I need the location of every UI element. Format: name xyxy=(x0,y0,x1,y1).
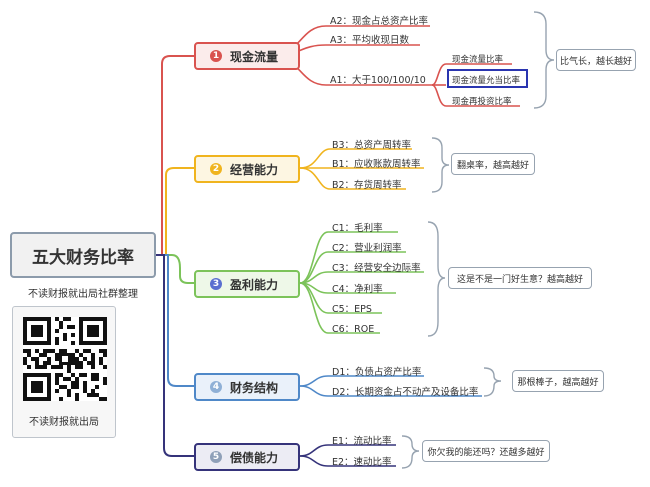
branch-solvency[interactable]: 5 偿债能力 xyxy=(194,443,300,471)
leaf-a3: A3：平均收现日数 xyxy=(330,35,410,46)
branch-profitability[interactable]: 3 盈利能力 xyxy=(194,270,300,298)
qr-code-icon xyxy=(23,317,107,401)
highlight-box xyxy=(447,69,528,88)
root-topic[interactable]: 五大财务比率 xyxy=(10,232,156,278)
branch-operating-ability[interactable]: 2 经营能力 xyxy=(194,155,300,183)
branch-cash-flow[interactable]: 1 现金流量 xyxy=(194,42,300,70)
note-operating: 翻桌率，越高越好 xyxy=(451,153,535,175)
branch-financial-structure[interactable]: 4 财务结构 xyxy=(194,373,300,401)
qr-label: 不读财报就出局 xyxy=(29,417,99,428)
sub-cash-flow-adequacy: 现金流量允当比率 xyxy=(452,76,521,86)
leaf-e1: E1：流动比率 xyxy=(332,436,392,447)
branch-label: 偿债能力 xyxy=(230,450,279,465)
number-badge: 3 xyxy=(210,278,222,290)
note-solvency: 你欠我的能还吗？还越多越好 xyxy=(422,440,550,462)
leaf-d1: D1：负债占资产比率 xyxy=(332,367,422,378)
note-cash-flow: 比气长，越长越好 xyxy=(556,49,636,71)
leaf-c5: C5：EPS xyxy=(332,304,372,315)
branch-label: 现金流量 xyxy=(230,49,279,64)
number-badge: 2 xyxy=(210,163,222,175)
leaf-c4: C4：净利率 xyxy=(332,284,383,295)
leaf-e2: E2：速动比率 xyxy=(332,457,392,468)
leaf-c2: C2：营业利润率 xyxy=(332,243,402,254)
qr-code-card: 不读财报就出局 xyxy=(12,306,116,438)
branch-label: 经营能力 xyxy=(230,162,279,177)
source-caption: 不读财报就出局社群整理 xyxy=(28,289,138,300)
leaf-b2: B2：存货周转率 xyxy=(332,180,402,191)
branch-label: 财务结构 xyxy=(230,380,279,395)
sub-cash-reinvestment: 现金再投资比率 xyxy=(452,97,512,107)
leaf-c6: C6：ROE xyxy=(332,324,375,335)
leaf-a1: A1：大于100/100/10 xyxy=(330,75,426,86)
number-badge: 5 xyxy=(210,451,222,463)
note-profitability: 这是不是一门好生意？越高越好 xyxy=(448,267,592,289)
leaf-c1: C1：毛利率 xyxy=(332,223,383,234)
leaf-b3: B3：总资产周转率 xyxy=(332,140,412,151)
leaf-c3: C3：经营安全边际率 xyxy=(332,263,421,274)
leaf-b1: B1：应收账款周转率 xyxy=(332,159,421,170)
branch-label: 盈利能力 xyxy=(230,277,279,292)
number-badge: 4 xyxy=(210,381,222,393)
leaf-d2: D2：长期资金占不动产及设备比率 xyxy=(332,387,479,398)
note-financial-structure: 那根棒子，越高越好 xyxy=(512,370,604,392)
number-badge: 1 xyxy=(210,50,222,62)
leaf-a2: A2：现金占总资产比率 xyxy=(330,16,429,27)
sub-cash-flow-ratio: 现金流量比率 xyxy=(452,55,504,65)
